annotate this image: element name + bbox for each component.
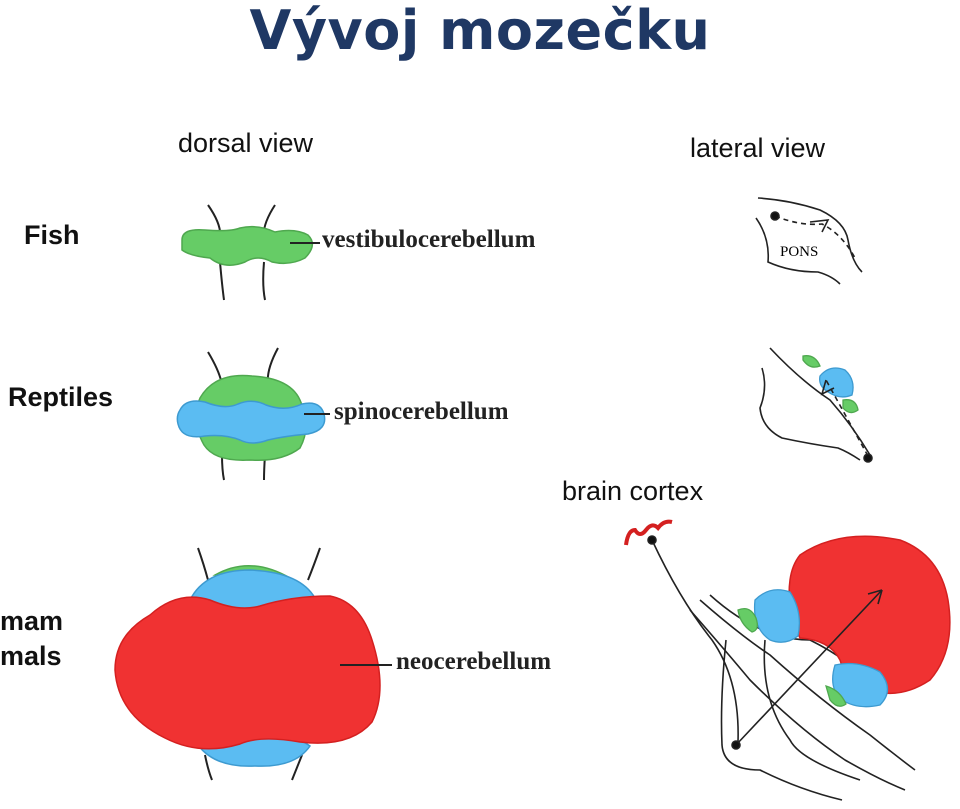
mammals-lateral-green-top bbox=[737, 607, 758, 633]
mammals-dorsal-figure bbox=[114, 547, 392, 781]
reptiles-spinocerebellum bbox=[176, 400, 326, 444]
fish-lateral-figure bbox=[755, 197, 863, 285]
label-reptiles: Reptiles bbox=[8, 382, 114, 412]
label-mammals-line2: mals bbox=[0, 641, 62, 671]
reptiles-lateral-figure bbox=[759, 347, 873, 463]
label-vestibulocerebellum: vestibulocerebellum bbox=[322, 226, 536, 253]
label-mammals-line1: mam bbox=[0, 606, 64, 636]
mammals-lateral-figure bbox=[624, 519, 951, 801]
reptiles-lateral-green-top bbox=[802, 355, 821, 368]
label-spinocerebellum: spinocerebellum bbox=[334, 398, 509, 425]
header-lateral-view: lateral view bbox=[690, 133, 826, 163]
header-dorsal-view: dorsal view bbox=[178, 128, 314, 158]
mammals-lateral-green-bottom bbox=[825, 685, 847, 707]
label-pons: PONS bbox=[780, 244, 818, 260]
label-neocerebellum: neocerebellum bbox=[396, 648, 552, 675]
label-fish: Fish bbox=[24, 220, 80, 250]
cortex-mark bbox=[624, 519, 673, 546]
mammals-neocerebellum bbox=[114, 595, 381, 750]
page-title: Vývoj mozečku bbox=[249, 0, 711, 62]
reptiles-lateral-green-bottom bbox=[842, 399, 859, 414]
reptiles-dorsal-figure bbox=[176, 347, 330, 481]
mammals-lateral-blue-top bbox=[753, 589, 801, 643]
label-brain-cortex: brain cortex bbox=[562, 476, 704, 506]
fish-dorsal-figure bbox=[181, 204, 320, 301]
fish-vestibulocerebellum bbox=[181, 225, 314, 266]
